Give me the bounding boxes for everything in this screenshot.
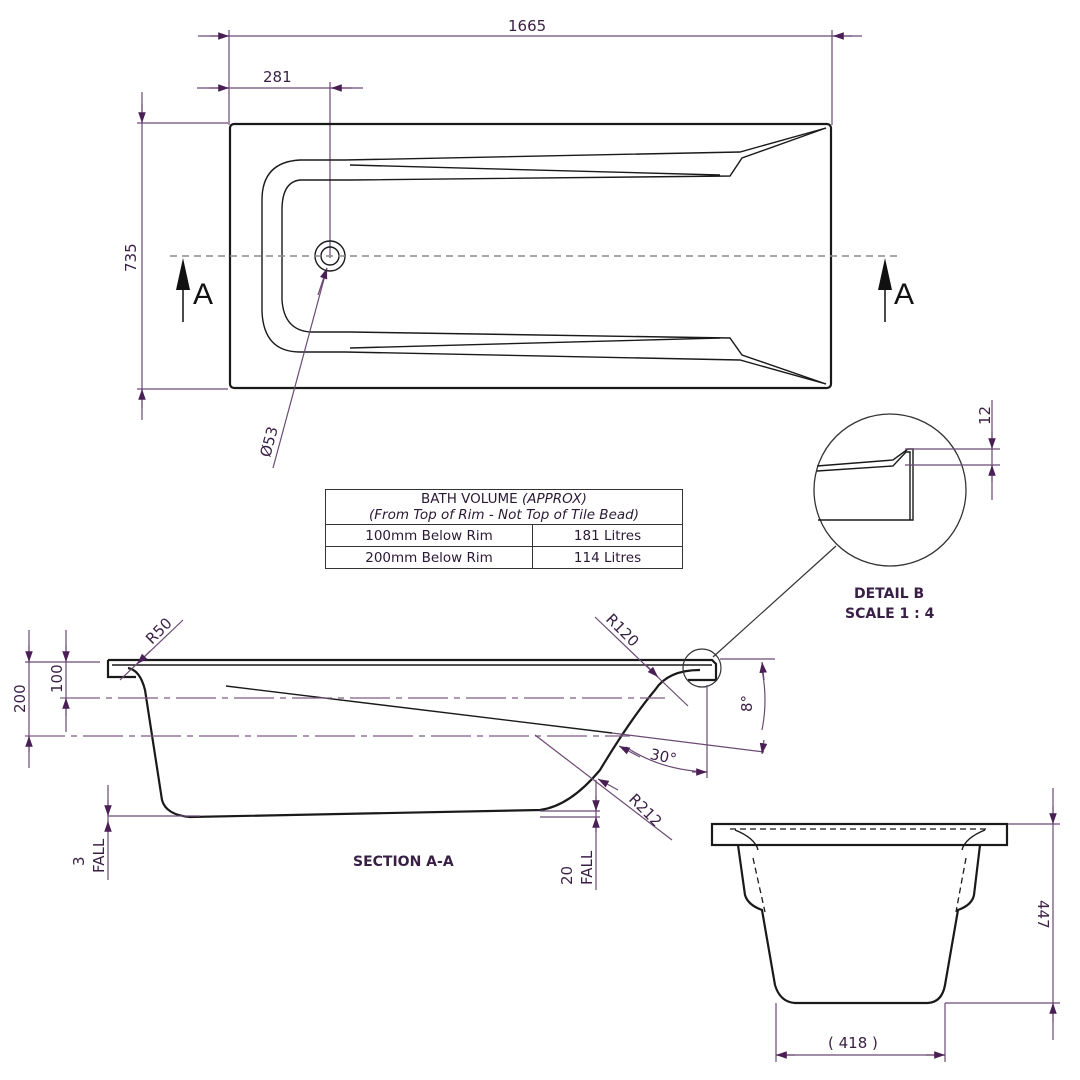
waste-offset-label: 281 — [263, 68, 292, 86]
radius-r212-label: R212 — [625, 790, 665, 830]
table-row: 200mm Below Rim 114 Litres — [324, 546, 683, 569]
volume-cell: 181 Litres — [532, 524, 683, 547]
volume-table-title-note: (APPROX) — [522, 491, 587, 507]
length-label: 1665 — [508, 17, 546, 35]
detail-b-circle — [813, 413, 967, 567]
plan-view: 1665 281 735 Ø53 A A — [122, 17, 914, 469]
width-label: 735 — [122, 243, 140, 272]
depth-cell: 100mm Below Rim — [324, 524, 534, 547]
fall-20-value: 20 — [558, 866, 576, 885]
angle-8-label: 8° — [738, 695, 756, 712]
section-aa: 200 100 R50 R120 R212 8° 30° — [11, 610, 775, 890]
angle-30-label: 30° — [648, 745, 678, 768]
table-row: 100mm Below Rim 181 Litres — [324, 524, 683, 547]
section-aa-title: SECTION A-A — [353, 854, 454, 870]
section-marker-right: A — [894, 278, 914, 311]
bead-height-label: 12 — [976, 406, 994, 425]
depth-100-label: 100 — [48, 664, 66, 693]
base-width-label: ( 418 ) — [828, 1034, 878, 1052]
depth-cell: 200mm Below Rim — [324, 546, 534, 569]
fall-3-label: FALL — [90, 838, 108, 873]
detail-b: 12 DETAIL B SCALE 1 : 4 — [712, 400, 1000, 658]
detail-b-title: DETAIL B — [854, 586, 924, 602]
fall-20-label: FALL — [578, 850, 596, 885]
end-depth-label: 447 — [1034, 900, 1052, 929]
waste-diameter-label: Ø53 — [256, 425, 281, 460]
bath-volume-table: BATH VOLUME (APPROX) (From Top of Rim - … — [324, 489, 683, 569]
radius-r50-label: R50 — [142, 614, 176, 648]
volume-table-subtitle: (From Top of Rim - Not Top of Tile Bead) — [369, 507, 639, 523]
section-marker-left: A — [193, 278, 213, 311]
volume-cell: 114 Litres — [532, 546, 683, 569]
volume-table-header: BATH VOLUME (APPROX) (From Top of Rim - … — [325, 489, 683, 525]
fall-3-value: 3 — [70, 856, 88, 866]
end-view-rim — [710, 822, 1009, 847]
end-view: 447 ( 418 ) — [710, 788, 1060, 1062]
depth-200-label: 200 — [11, 684, 29, 713]
detail-b-scale: SCALE 1 : 4 — [845, 606, 935, 622]
volume-table-title: BATH VOLUME — [421, 491, 518, 507]
